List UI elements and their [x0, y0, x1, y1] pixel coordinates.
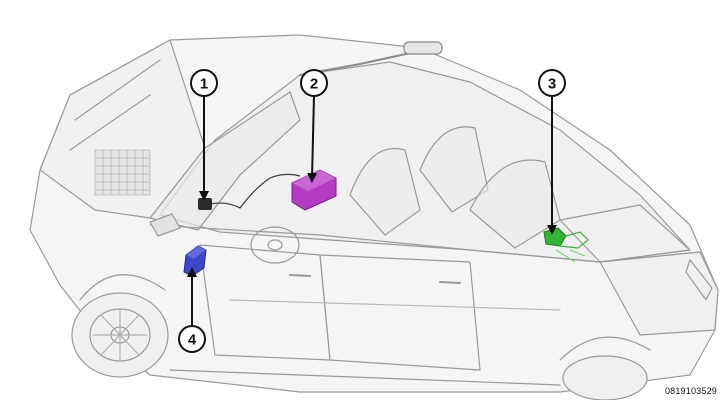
vehicle-illustration: [29, 34, 719, 400]
callout-2-label: 2: [310, 76, 318, 93]
tailgate: [599, 251, 719, 336]
callout-1: 1: [190, 69, 218, 97]
figure-code: 0819103529: [664, 386, 717, 396]
rear-wheel: [562, 355, 648, 400]
door-handle-front: [289, 274, 311, 277]
tail-light: [685, 259, 713, 301]
callout-3-label: 3: [548, 76, 556, 93]
rear-wheel-arch: [559, 336, 651, 361]
rear-door: [319, 254, 481, 371]
leader-arrows: [187, 95, 557, 326]
steering-wheel: [250, 226, 300, 264]
cargo-area: [559, 204, 691, 263]
callout-2: 2: [300, 69, 328, 97]
engine-bay-detail: [94, 149, 151, 196]
side-mirror: [149, 213, 181, 237]
steering-hub: [267, 239, 283, 251]
front-wheel-spokes: [93, 308, 147, 362]
passenger-seat: [419, 126, 489, 213]
leader-arrow-2: [307, 95, 318, 183]
callout-1-label: 1: [200, 76, 208, 93]
hood-crease-2: [69, 94, 151, 151]
callout-4-label: 4: [188, 332, 197, 349]
driver-seat: [349, 148, 421, 236]
rocker-panel: [169, 369, 561, 386]
floor-line: [229, 299, 561, 311]
component-1: [198, 173, 301, 210]
callout-3: 3: [538, 69, 566, 97]
front-wheel-arch: [79, 274, 166, 301]
roof-antenna: [403, 41, 443, 55]
rear-seat: [469, 159, 561, 249]
hood-crease: [74, 59, 161, 121]
door-handle-rear: [439, 281, 461, 284]
callout-4: 4: [178, 325, 206, 353]
